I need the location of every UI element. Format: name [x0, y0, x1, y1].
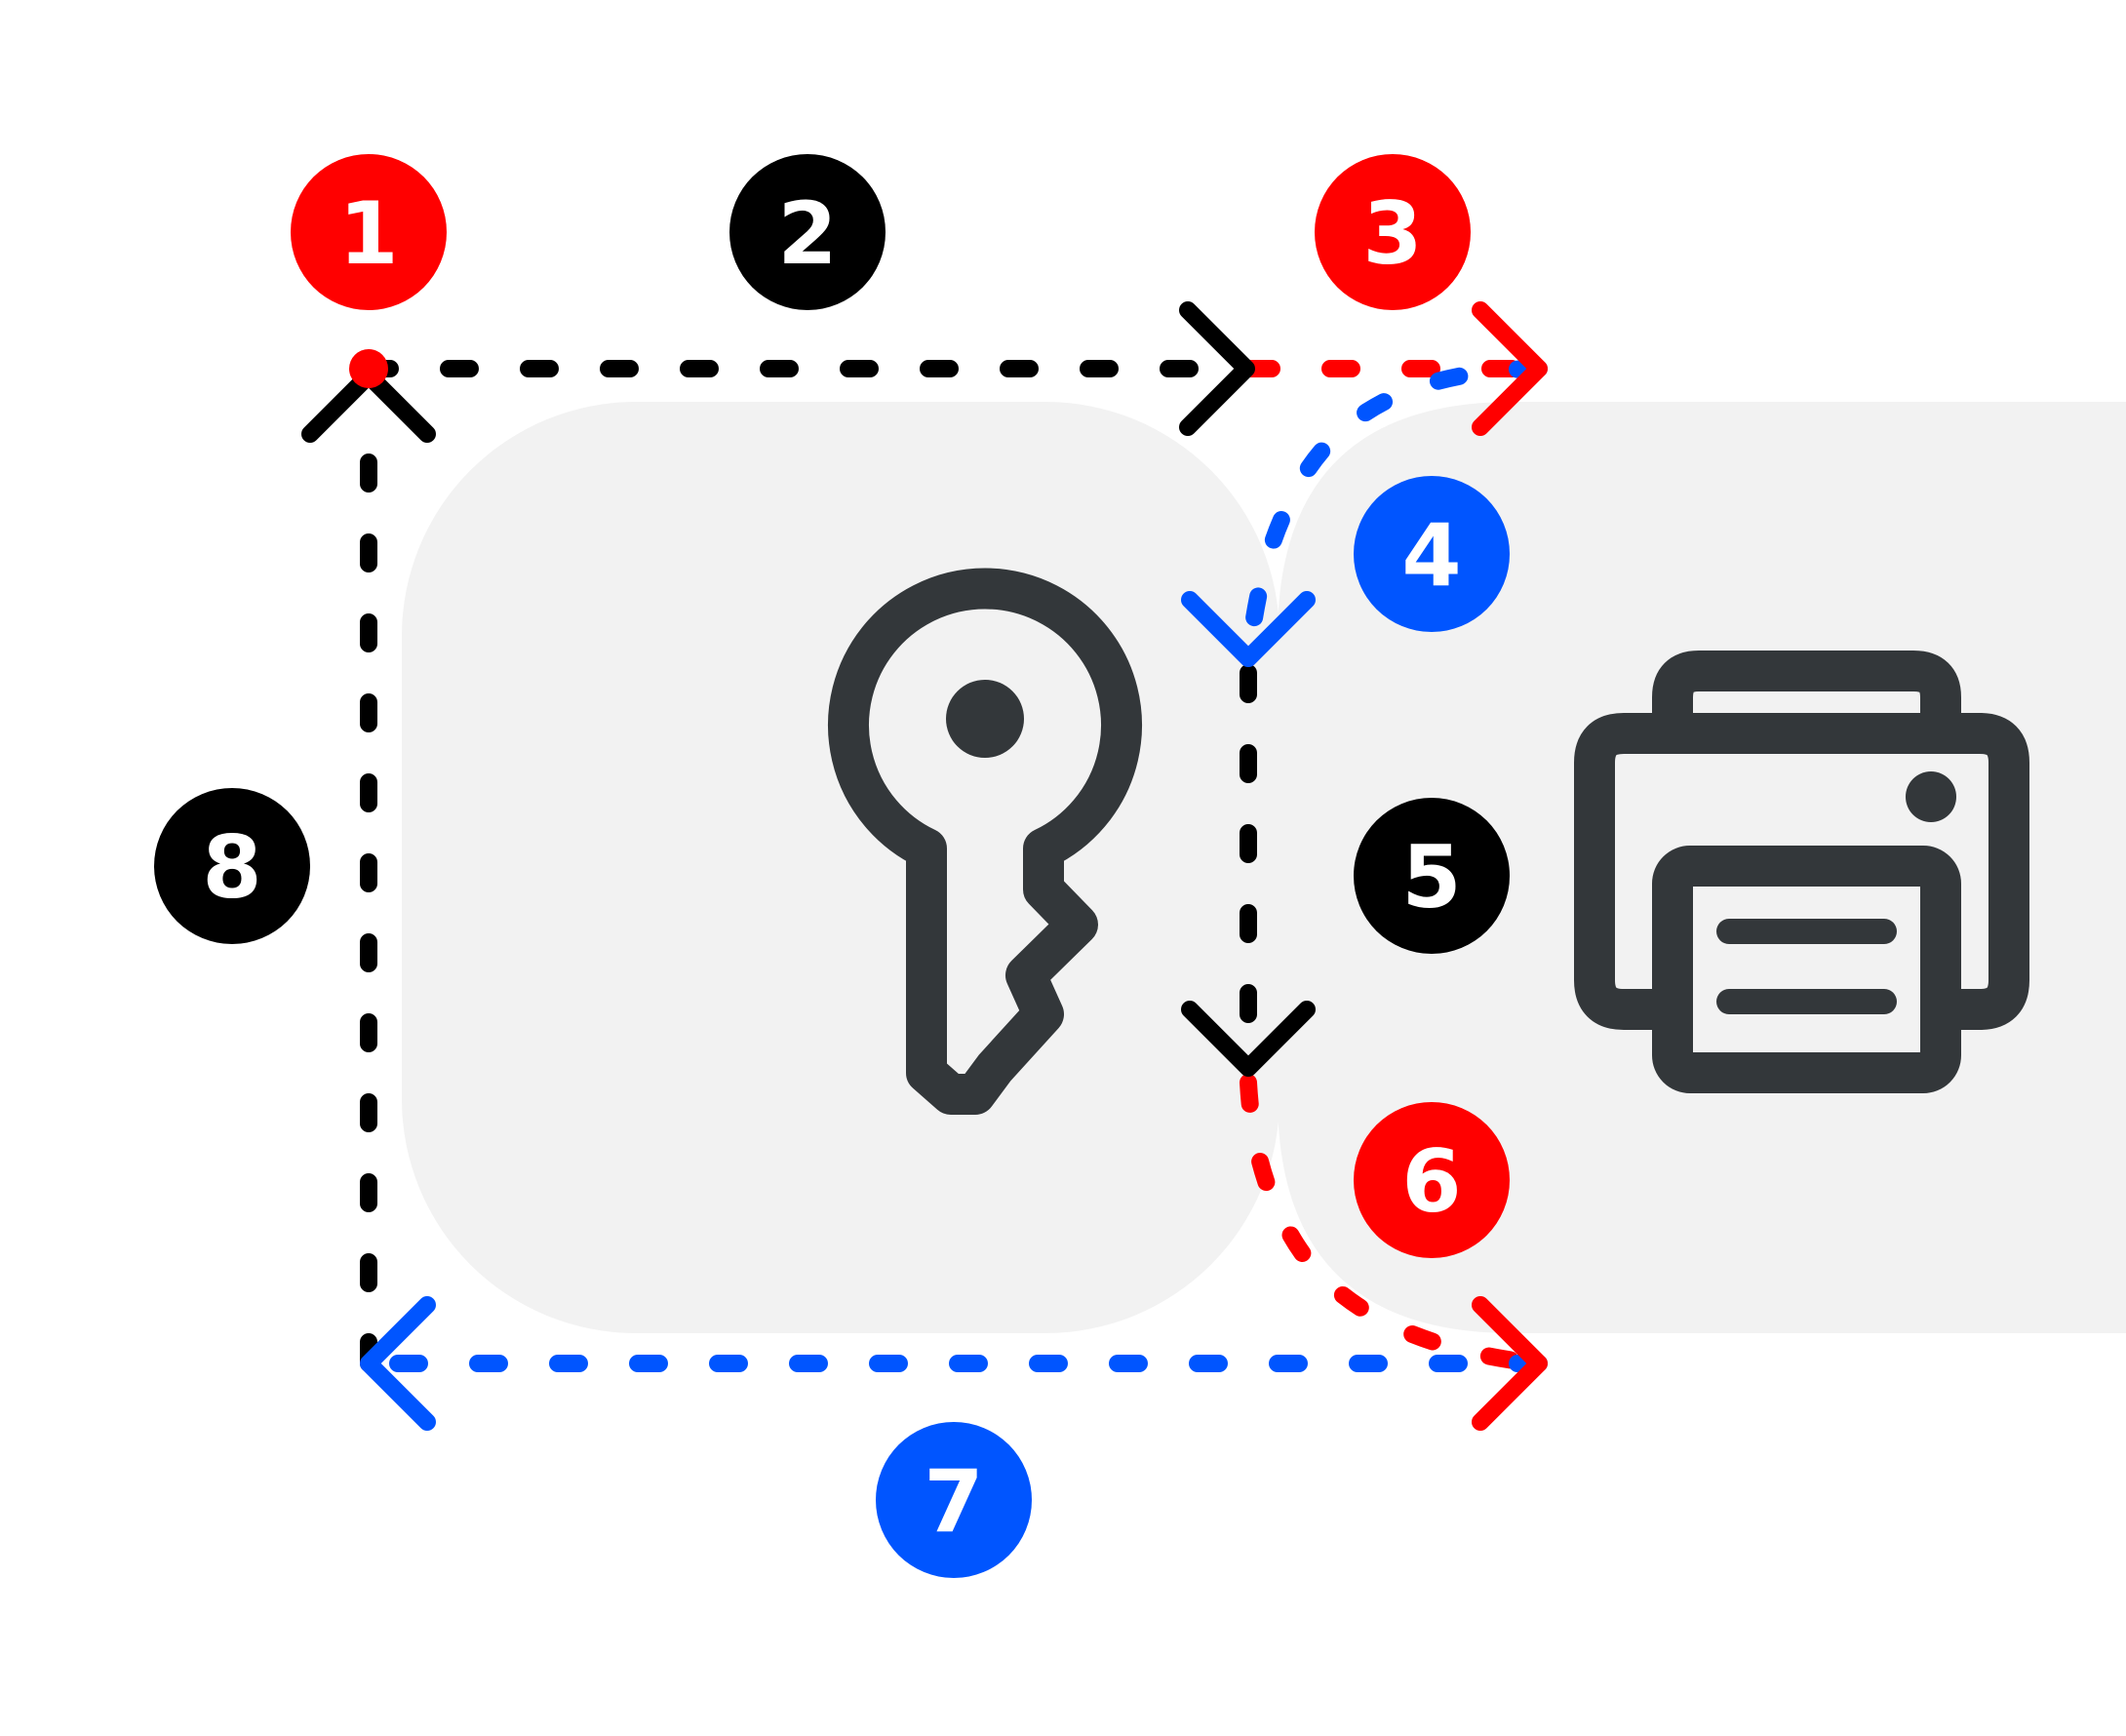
step-badge-8: 8 — [154, 788, 310, 944]
step-label: 7 — [924, 1451, 983, 1552]
step-label: 5 — [1401, 827, 1461, 927]
printer-icon — [1574, 651, 2029, 1093]
arrowhead-right-3 — [1472, 301, 1548, 436]
step-label: 4 — [1401, 505, 1461, 606]
start-dot — [349, 349, 388, 388]
arrowhead-right-2 — [1179, 301, 1255, 436]
key-icon — [828, 568, 1142, 1115]
segment-4-path — [1240, 360, 1548, 672]
step-badge-6: 6 — [1354, 1102, 1510, 1258]
step-badge-2: 2 — [729, 154, 886, 310]
segment-6-path — [1240, 1074, 1545, 1372]
arrowhead-down-5 — [1181, 1001, 1316, 1077]
step-badge-3: 3 — [1315, 154, 1471, 310]
step-label: 2 — [777, 183, 837, 284]
step-label: 3 — [1362, 183, 1422, 284]
key-tile — [402, 402, 1280, 1333]
arrowhead-right-6 — [1472, 1296, 1548, 1431]
step-badge-5: 5 — [1354, 798, 1510, 954]
step-badge-1: 1 — [291, 154, 447, 310]
step-label: 1 — [338, 183, 398, 284]
step-label: 6 — [1401, 1131, 1461, 1232]
step-label: 8 — [202, 817, 261, 918]
step-badge-7: 7 — [876, 1422, 1032, 1578]
arrowhead-left-7 — [360, 1296, 436, 1431]
step-badge-4: 4 — [1354, 476, 1510, 632]
arrowhead-down-4 — [1181, 591, 1316, 667]
